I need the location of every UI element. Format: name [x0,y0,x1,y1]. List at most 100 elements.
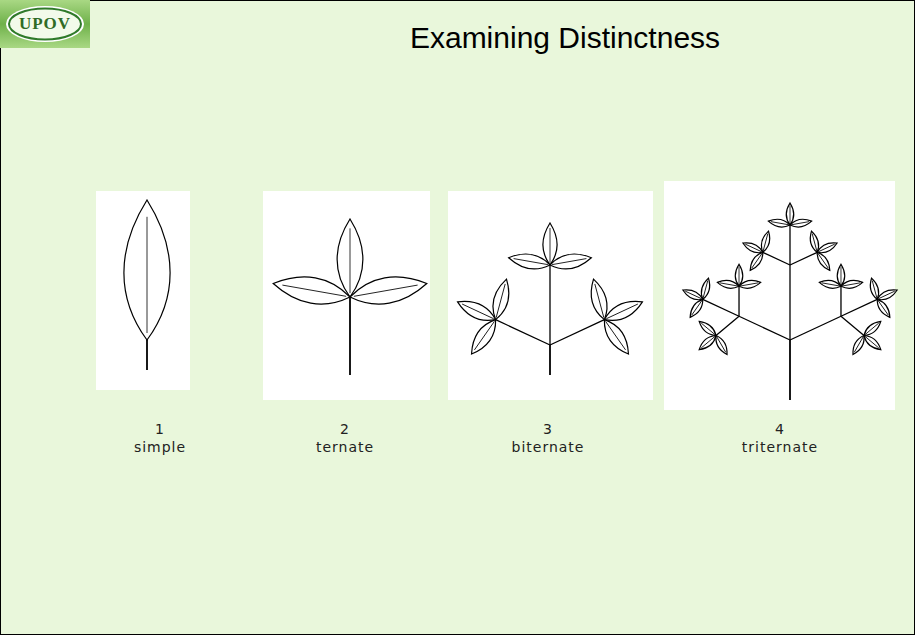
leaf-stalk [496,320,550,345]
leaflet-midrib [703,281,708,299]
leaf-stalk [703,299,739,316]
leaflet-midrib [752,253,762,268]
leaflet-blade [599,316,634,358]
leaflet-midrib [771,222,789,225]
leaflet-midrib [552,259,586,265]
leaflet-midrib [739,267,740,285]
leaflet [687,297,706,319]
leaflet-blade [699,277,712,300]
leaflet [738,279,761,290]
leaflet-midrib [854,336,863,352]
leaflet-midrib [872,281,877,299]
leaflet-blade [747,250,766,272]
leaflet-blade [717,279,740,290]
leaf-stalk [841,299,877,316]
leaflet-midrib [840,267,841,285]
leaflet-midrib [745,244,762,252]
leaflet-midrib [147,217,148,333]
leaflet [599,316,634,358]
leaf-stalk [146,338,148,370]
slide-title: Examining Distinctness [290,18,840,58]
leaflet [768,218,791,229]
leaflet [735,264,742,286]
leaflet-midrib [685,291,702,299]
leaflet [543,223,557,265]
leaflet-midrib [720,283,738,286]
leaflet [587,277,611,321]
leaf-stalk [550,320,604,345]
leaflet [759,230,772,253]
leaflet-blade [768,218,791,229]
leaf-stalk [789,225,790,265]
leaf-stalk [789,265,790,340]
leaflet [747,250,766,272]
leaflet [868,277,881,300]
leaflet-blade [697,319,719,339]
leaf-figure: 4triternate [664,181,895,410]
image-panel [263,191,430,400]
leaflet-midrib [790,206,791,224]
image-panel [96,191,190,390]
logo-text: UPOV [9,7,81,41]
leaflet [337,219,363,297]
leaflet-blade [874,297,893,319]
leaflet-midrib [791,222,809,225]
leaflet-midrib [595,284,604,318]
leaflet-midrib [878,300,888,315]
leaflet-blade [840,279,863,290]
leaflet-midrib [354,285,418,296]
leaflet [840,279,863,290]
leaflet-blade [735,264,742,286]
leaf-drawings [124,200,899,400]
leaf-figure: 3biternate [448,191,653,400]
leaflet-midrib [717,336,726,352]
leaflet [699,277,712,300]
leaf-stalk [739,316,790,340]
leaflet-blade [862,319,884,339]
leaf-stalk [789,340,791,400]
logo-ground [0,0,90,48]
leaflet-blade [837,264,844,286]
leaflet [271,271,352,310]
figure-number: 3 [543,420,553,438]
leaflet-midrib [865,336,879,348]
leaflet-blade [466,316,501,358]
leaflet [814,250,833,272]
leaf-stalk [716,316,739,335]
leaflet-blade [271,271,352,310]
leaflet-blade [549,251,593,272]
leaflet [808,230,821,253]
logo-badge: UPOV [9,7,81,41]
leaflet [466,316,501,358]
leaflet-midrib [701,336,715,348]
leaf-stalk [349,297,351,375]
leaflet-blade [587,277,611,321]
leaflet [549,251,593,272]
figure-number: 1 [155,420,165,438]
leaflet-midrib [878,291,895,299]
leaflet-midrib [474,321,494,350]
leaflet-midrib [606,321,626,350]
leaflet-blade [738,279,761,290]
leaflet-midrib [550,228,551,263]
figure-label: simple [134,438,186,456]
figure-number: 4 [775,420,785,438]
leaflet-blade [713,334,730,357]
leaflet-blade [868,277,881,300]
leaf-stalk [841,316,864,335]
leaflet-blade [814,250,833,272]
leaf-stalk [840,286,841,316]
leaflet-blade [124,200,170,340]
leaflet-blade [786,203,793,225]
figure-number: 2 [340,420,350,438]
leaflet-midrib [812,234,817,252]
leaflet-blade [819,279,842,290]
image-panel [664,181,895,410]
leaflet-blade [337,219,363,297]
leaflet-blade [759,230,772,253]
leaf-figure: 2ternate [263,191,430,400]
leaf-figure: 1simple [96,191,190,390]
leaflet-blade [348,271,429,310]
leaflet [819,279,842,290]
